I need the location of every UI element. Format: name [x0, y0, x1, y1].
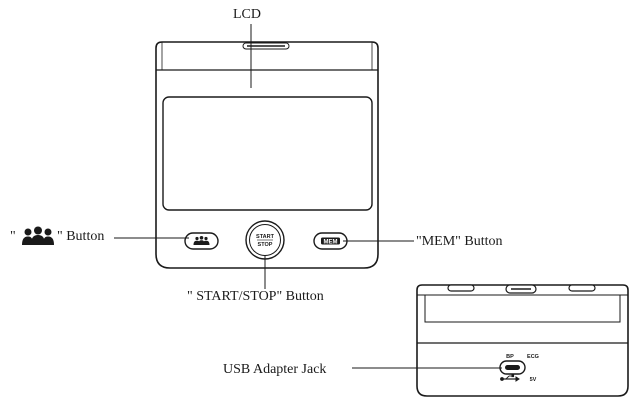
mem-text: MEM [324, 239, 338, 245]
ecg-marking: ECG [527, 354, 539, 360]
bp-marking: BP [506, 354, 514, 360]
label-start-stop-button: " START/STOP" Button [187, 289, 324, 304]
voltage-marking: 5V [530, 377, 537, 383]
user-button[interactable] [184, 232, 219, 250]
usb-symbol-icon [500, 374, 520, 382]
start-text: START [256, 234, 275, 240]
device-front-view [155, 41, 379, 269]
label-lcd: LCD [233, 7, 261, 22]
device-bottom-view [416, 284, 629, 397]
label-user-button-prefix: " [10, 229, 16, 244]
stop-text: STOP [258, 242, 273, 248]
users-group-icon [22, 226, 54, 245]
usb-adapter-jack[interactable] [499, 360, 526, 375]
leader-lines-front [114, 24, 414, 289]
start-stop-button[interactable]: START STOP [245, 220, 285, 260]
label-user-button: " Button [57, 229, 105, 244]
mem-button[interactable]: MEM [313, 232, 348, 250]
label-usb-adapter-jack: USB Adapter Jack [223, 362, 327, 377]
label-mem-button: "MEM" Button [416, 234, 503, 249]
